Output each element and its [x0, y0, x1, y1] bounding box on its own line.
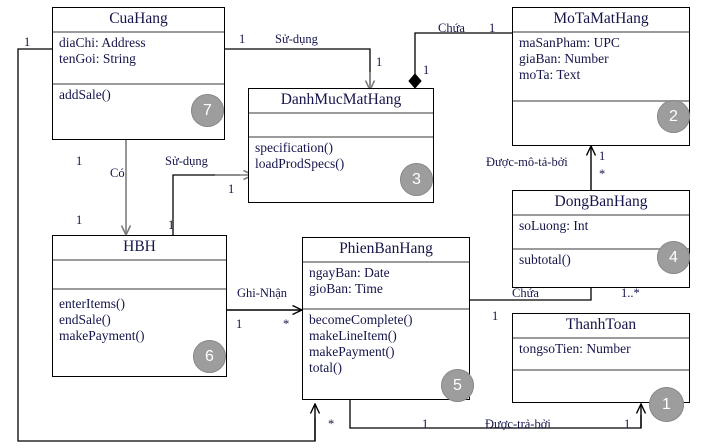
multiplicity-danhmuc-top: 1 — [376, 55, 383, 69]
operation-row: addSale() — [59, 87, 111, 103]
class-badge-danhmucmathang: 3 — [400, 163, 433, 196]
multiplicity-traboi-to: 1 — [624, 417, 631, 431]
class-attributes: diaChi: Address tenGoi: String — [53, 33, 224, 86]
attribute-row: ngayBan: Date — [309, 265, 390, 281]
attribute-row: tenGoi: String — [59, 51, 136, 67]
edge-duoctraboi-phien-thanhtoan — [349, 400, 641, 429]
class-attributes — [53, 261, 226, 291]
class-title: DongBanHang — [513, 191, 689, 217]
multiplicity-hbh-sudung: 1 — [168, 218, 175, 232]
relation-label-duocmotaboi: Được-mô-tả-bởi — [486, 155, 568, 169]
operation-row: loadProdSpecs() — [255, 156, 345, 172]
class-operations: specification() loadProdSpecs() — [249, 138, 433, 175]
attribute-row: maSanPham: UPC — [519, 35, 620, 51]
operation-row-empty — [519, 373, 683, 382]
class-attributes: ngayBan: Date gioBan: Time — [303, 263, 469, 311]
attribute-row-empty — [59, 263, 220, 272]
class-operations: becomeComplete() makeLineItem() makePaym… — [303, 310, 469, 379]
multiplicity-motaboi-to: 1 — [599, 149, 606, 163]
class-badge-thanhtoan: 1 — [649, 387, 684, 422]
class-title: MoTaMatHang — [513, 8, 689, 34]
class-badge-cuahang: 7 — [191, 94, 224, 127]
multiplicity-cuahang-left: 1 — [24, 35, 31, 49]
operation-row: total() — [309, 360, 342, 376]
multiplicity-traboi-from: 1 — [422, 417, 429, 431]
attribute-row: moTa: Text — [519, 67, 581, 83]
class-title: PhienBanHang — [303, 238, 469, 264]
operation-row: becomeComplete() — [309, 312, 413, 328]
multiplicity-motaboi-from: * — [599, 167, 606, 181]
attribute-row: giaBan: Number — [519, 51, 609, 67]
relation-label-co: Có — [110, 166, 125, 180]
edge-sudung-cuahang-danhmuc — [225, 48, 370, 90]
class-box-phienbanhang[interactable]: PhienBanHang ngayBan: Date gioBan: Time … — [302, 237, 470, 400]
class-box-dongbanhang[interactable]: DongBanHang soLuong: Int subtotal() — [512, 190, 690, 288]
attribute-row: tongsoTien: Number — [519, 341, 631, 357]
edge-cuahang-phien — [17, 48, 315, 442]
class-attributes: tongsoTien: Number — [513, 339, 689, 372]
class-attributes — [249, 114, 433, 139]
class-title: ThanhToan — [513, 314, 689, 340]
operation-row: subtotal() — [519, 252, 571, 268]
operation-row: makePayment() — [309, 344, 395, 360]
attribute-row: diaChi: Address — [59, 35, 146, 51]
multiplicity-danhmuc-diamond: 1 — [423, 63, 430, 77]
operation-row: endSale() — [59, 312, 111, 328]
class-attributes: maSanPham: UPC giaBan: Number moTa: Text — [513, 33, 689, 103]
multiplicity-ghinhan-from: 1 — [236, 317, 243, 331]
class-title: DanhMucMatHang — [249, 89, 433, 115]
class-operations: subtotal() — [513, 250, 689, 271]
edge-sudung-hbh-danhmuc — [172, 175, 253, 235]
class-badge-hbh: 6 — [193, 340, 226, 373]
multiplicity-chua-right: 1 — [489, 21, 496, 35]
multiplicity-chua-phien-from: 1 — [492, 309, 499, 323]
attribute-row: gioBan: Time — [309, 281, 383, 297]
operation-row: specification() — [255, 140, 333, 156]
relation-label-duoctraboi: Được-trả-bởi — [485, 417, 551, 431]
class-badge-phienbanhang: 5 — [441, 369, 474, 402]
class-operations: addSale() — [53, 85, 224, 106]
relation-label-ghinhan: Ghi-Nhận — [237, 286, 287, 300]
relation-label-sudung-mid: Sử-dụng — [165, 154, 208, 168]
multiplicity-phien-bottom: * — [328, 417, 335, 431]
class-title: CuaHang — [53, 8, 224, 34]
multiplicity-hbh-up: 1 — [76, 213, 83, 227]
operation-row: enterItems() — [59, 296, 125, 312]
multiplicity-ghinhan-to: * — [283, 317, 290, 331]
operation-row: makeLineItem() — [309, 328, 397, 344]
relation-label-sudung-top: Sử-dụng — [275, 32, 318, 46]
class-badge-dongbanhang: 4 — [657, 241, 690, 274]
multiplicity-chua-phien-to: 1..* — [621, 286, 640, 300]
edge-chua-danhmuc-motamathang — [408, 32, 512, 89]
operation-row: makePayment() — [59, 328, 145, 344]
multiplicity-danhmuc-left: 1 — [228, 182, 235, 196]
class-badge-motamathang: 2 — [657, 100, 690, 133]
class-title: HBH — [53, 236, 226, 262]
multiplicity-cuahang-right: 1 — [239, 32, 246, 46]
relation-label-chua-top: Chứa — [438, 21, 465, 35]
attribute-row-empty — [255, 116, 427, 125]
class-operations — [513, 371, 689, 385]
class-operations: enterItems() endSale() makePayment() — [53, 290, 226, 347]
multiplicity-cuahang-down: 1 — [76, 154, 83, 168]
attribute-row: soLuong: Int — [519, 218, 589, 234]
class-attributes: soLuong: Int — [513, 216, 689, 251]
relation-label-chua-mid: Chứa — [512, 286, 539, 300]
